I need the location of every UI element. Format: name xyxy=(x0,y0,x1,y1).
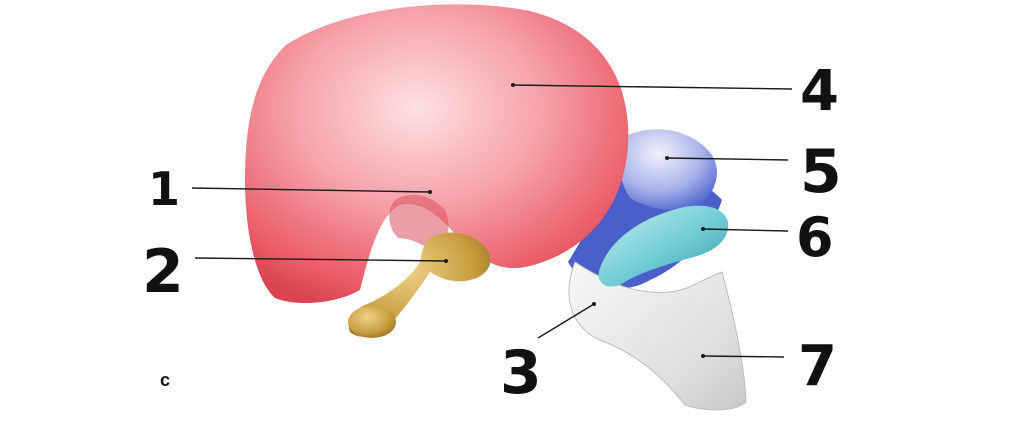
leader-line-1 xyxy=(191,187,431,193)
medulla-region xyxy=(568,261,747,411)
leader-line-6 xyxy=(702,228,789,232)
panel-letter: c xyxy=(160,370,170,390)
midbrain-region xyxy=(619,129,717,211)
leader-line-5 xyxy=(666,157,789,161)
leader-line-7 xyxy=(702,355,785,358)
label-1: 1 xyxy=(148,162,180,216)
leader-lines xyxy=(191,84,793,358)
label-7: 7 xyxy=(798,334,837,399)
label-5: 5 xyxy=(800,137,842,207)
telencephalon-region xyxy=(245,4,629,304)
label-2: 2 xyxy=(142,237,184,307)
anchor-dots xyxy=(428,83,705,358)
leader-line-2 xyxy=(194,257,447,262)
leader-line-3 xyxy=(537,303,595,339)
cerebellar-lip-region xyxy=(598,205,729,287)
stalk-bulb xyxy=(348,306,396,338)
label-6: 6 xyxy=(796,206,834,269)
label-4: 4 xyxy=(800,59,839,124)
leader-line-4 xyxy=(512,84,793,90)
label-3: 3 xyxy=(500,338,542,408)
